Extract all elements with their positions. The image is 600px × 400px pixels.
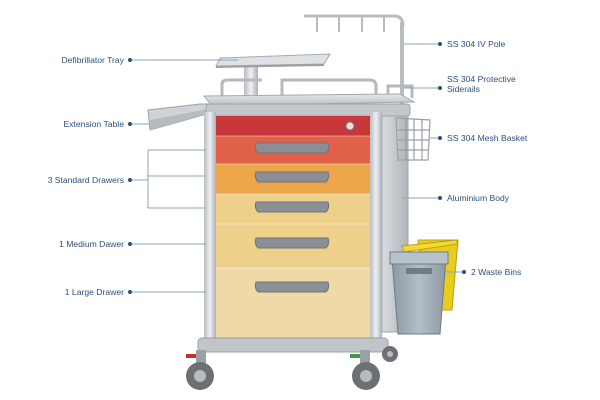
waste-bins [389, 239, 459, 335]
drawers [216, 116, 370, 338]
drawer-6 [216, 268, 370, 338]
drawer-handles [254, 142, 330, 293]
label-mesh-basket: SS 304 Mesh Basket [447, 133, 527, 143]
label-siderails: SS 304 Protective Siderails [447, 74, 516, 94]
leader-lines [130, 43, 464, 293]
label-waste-bins: 2 Waste Bins [471, 267, 521, 277]
label-waste-bins-line-1: 2 Waste Bins [471, 267, 522, 277]
label-siderails-line-2: Siderails [447, 84, 480, 94]
label-mesh-basket-line-1: SS 304 Mesh Basket [447, 133, 528, 143]
lock-icon [345, 121, 355, 131]
drawer-dividers [216, 135, 370, 269]
label-iv-pole-line-1: SS 304 IV Pole [447, 39, 506, 49]
label-aluminium-body: Aluminium Body [447, 193, 509, 203]
defibrillator-tray [215, 53, 331, 102]
front-left-post [204, 112, 216, 344]
cart-top [202, 93, 416, 117]
iv-pole [304, 14, 405, 104]
label-medium-drawer: 1 Medium Dawer [59, 239, 124, 249]
extension-table [147, 103, 215, 131]
mesh-basket [395, 117, 431, 161]
cart-base [186, 337, 389, 358]
leader-dots [128, 42, 466, 294]
label-siderails-line-1: SS 304 Protective [447, 74, 516, 84]
drawer-1 [216, 116, 370, 136]
label-large-drawer: 1 Large Drawer [64, 287, 124, 297]
label-iv-pole: SS 304 IV Pole [447, 39, 505, 49]
wheels [186, 346, 398, 390]
label-aluminium-body-line-1: Aluminium Body [447, 193, 510, 203]
protective-siderails [220, 78, 414, 100]
label-extension-table: Extension Table [63, 119, 124, 129]
label-standard-drawers: 3 Standard Drawers [47, 175, 124, 185]
label-defibrillator-tray: Defibrillator Tray [61, 55, 124, 65]
front-right-post [370, 112, 382, 344]
